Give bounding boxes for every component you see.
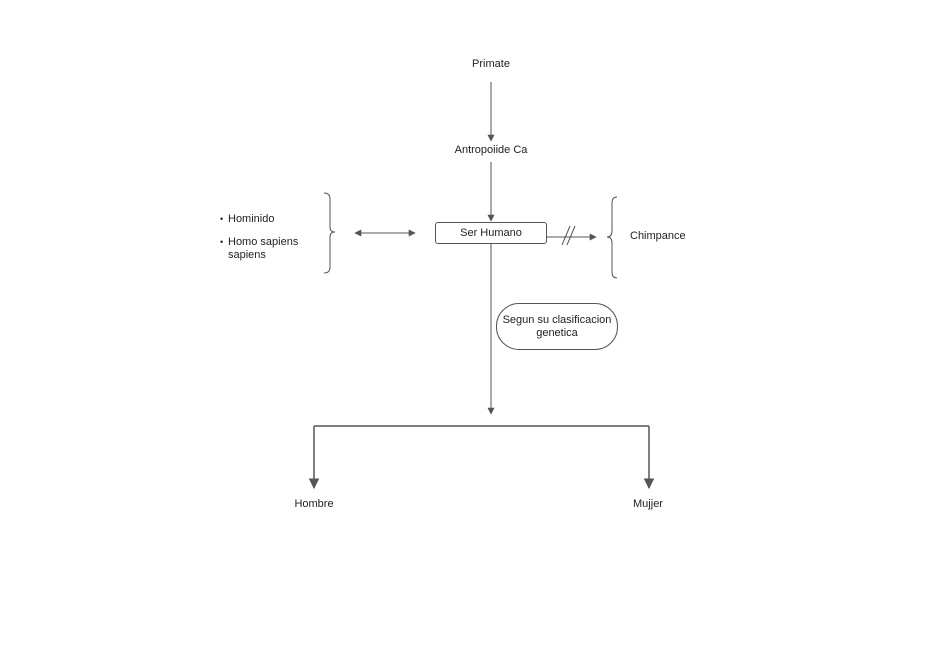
node-chimpance: Chimpance bbox=[630, 230, 686, 242]
not-equal-slash-1 bbox=[561, 225, 571, 246]
node-hombre: Hombre bbox=[294, 498, 334, 510]
node-ser-humano: Ser Humano bbox=[435, 222, 547, 244]
list-item: • Hominido bbox=[220, 213, 298, 226]
bullet-icon: • bbox=[220, 214, 224, 224]
node-primate: Primate bbox=[472, 58, 510, 70]
node-mujer: Mujjer bbox=[633, 498, 663, 510]
node-ser-humano-label: Ser Humano bbox=[460, 227, 522, 239]
node-clasificacion-line2: genetica bbox=[536, 326, 578, 339]
node-clasificacion-line1: Segun su clasificacion bbox=[502, 313, 612, 326]
left-group-list: • Hominido • Homo sapiens sapiens bbox=[220, 213, 298, 272]
bullet-icon: • bbox=[220, 237, 224, 247]
list-item-label-continued: sapiens bbox=[228, 249, 266, 261]
not-equal-slash-2 bbox=[566, 225, 576, 246]
node-clasificacion: Segun su clasificacion genetica bbox=[496, 303, 618, 350]
left-group-brace bbox=[323, 192, 336, 274]
chimpance-brace bbox=[606, 196, 618, 279]
list-item-label: Hominido bbox=[228, 213, 275, 225]
list-item-label: Homo sapiens bbox=[228, 236, 299, 248]
node-antropoide: Antropoiide Ca bbox=[454, 144, 528, 156]
list-item: • Homo sapiens sapiens bbox=[220, 236, 298, 262]
